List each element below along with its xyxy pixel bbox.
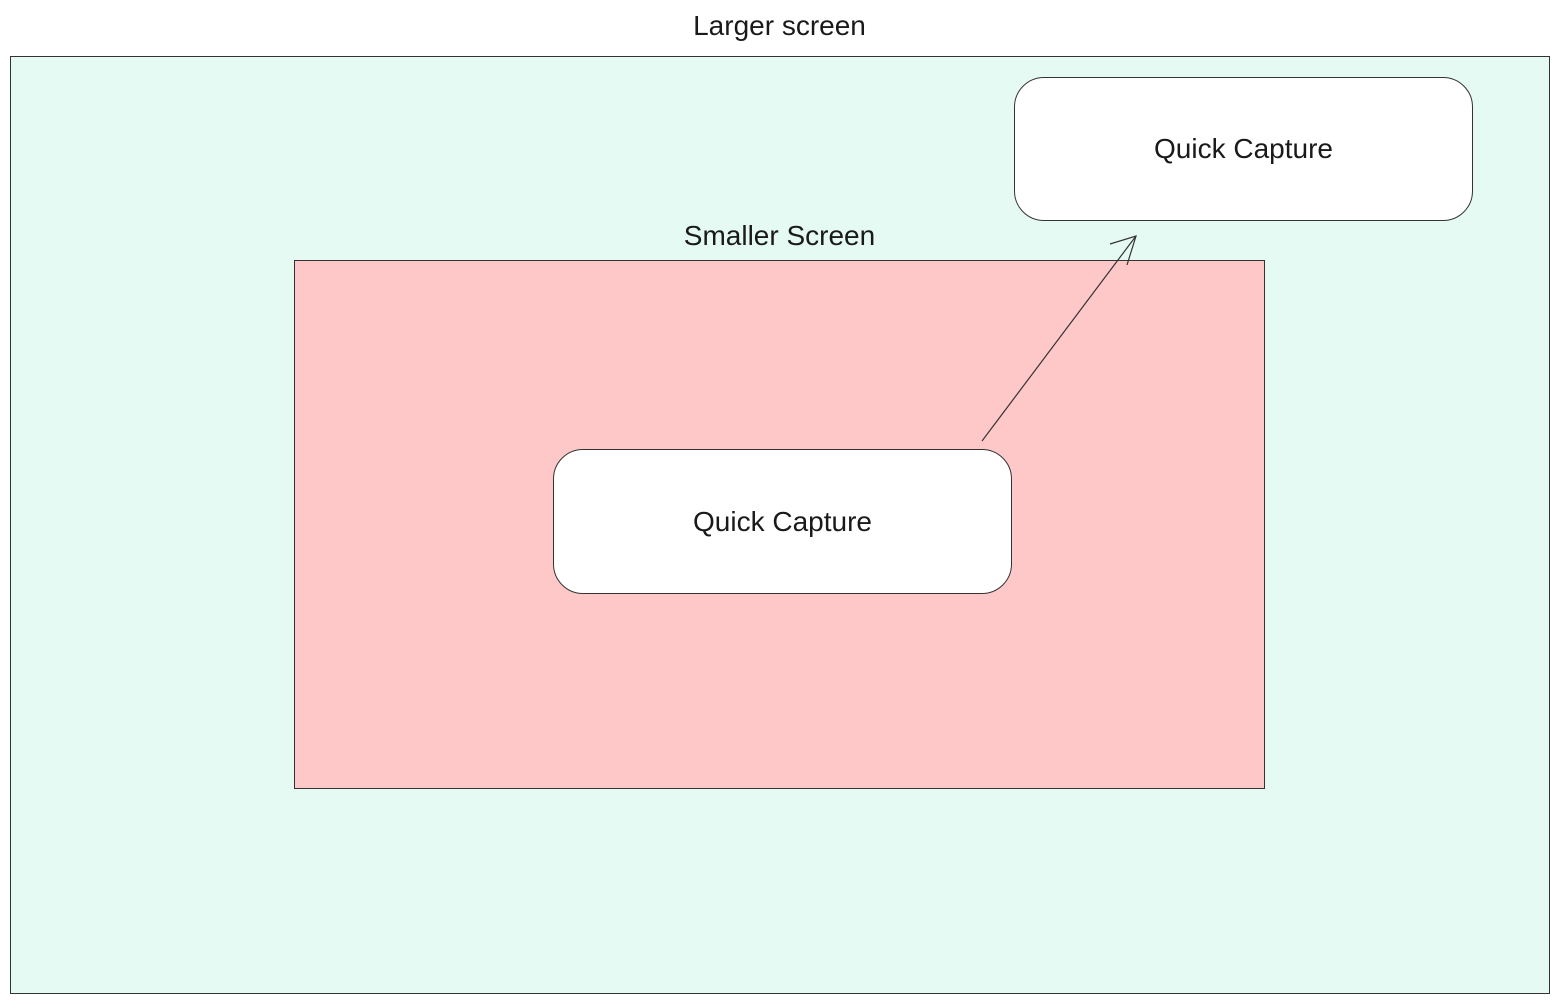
quick-capture-box-original[interactable]: Quick Capture — [553, 449, 1012, 594]
larger-screen-title: Larger screen — [693, 10, 866, 41]
smaller-screen-title: Smaller Screen — [683, 220, 876, 251]
quick-capture-box-moved[interactable]: Quick Capture — [1014, 77, 1473, 221]
quick-capture-label: Quick Capture — [1154, 133, 1333, 164]
quick-capture-label: Quick Capture — [693, 505, 872, 537]
